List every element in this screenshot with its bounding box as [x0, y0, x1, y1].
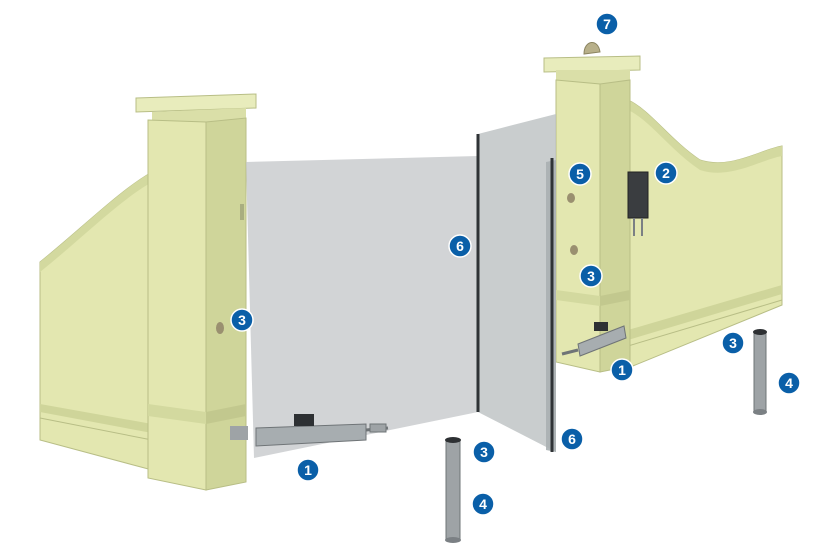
- left-photocell: [216, 322, 224, 334]
- right-wall: [627, 99, 783, 369]
- callout-post-right: 4: [777, 371, 801, 395]
- left-wall: [39, 171, 156, 471]
- callout-photocell-post-front: 3: [472, 440, 496, 464]
- callout-photocell-post-right: 3: [721, 331, 745, 355]
- svg-text:3: 3: [480, 444, 488, 460]
- gate-leaf-right-panel: [476, 114, 556, 452]
- flashing-light-device: [583, 42, 601, 55]
- actuator-left-device: [230, 414, 389, 447]
- svg-text:5: 5: [576, 166, 584, 182]
- callout-actuator-right: 1: [610, 358, 634, 382]
- actuator-right-device: [561, 322, 627, 357]
- callout-flashing-light: 7: [595, 12, 619, 36]
- control-unit-device: [627, 171, 649, 236]
- svg-text:4: 4: [785, 375, 793, 391]
- callout-actuator-left: 1: [296, 458, 320, 482]
- callout-photocell-left-pillar: 3: [230, 308, 254, 332]
- svg-text:4: 4: [479, 496, 487, 512]
- svg-text:1: 1: [618, 362, 626, 378]
- gate-leaf-left-panel: [246, 156, 478, 458]
- callout-key-selector: 5: [568, 162, 592, 186]
- right-pillar: [543, 42, 641, 373]
- callout-gate-leaf-right: 6: [560, 427, 584, 451]
- svg-text:7: 7: [603, 16, 611, 32]
- svg-text:2: 2: [662, 165, 670, 181]
- callout-post-front: 4: [471, 492, 495, 516]
- svg-text:3: 3: [729, 335, 737, 351]
- svg-text:6: 6: [568, 431, 576, 447]
- left-pillar: [135, 93, 257, 491]
- right-photocell: [570, 245, 578, 255]
- callout-gate-leaf-left: 6: [448, 234, 472, 258]
- svg-text:6: 6: [456, 238, 464, 254]
- svg-text:3: 3: [587, 268, 595, 284]
- svg-text:3: 3: [238, 312, 246, 328]
- key-selector-device: [567, 193, 575, 203]
- callout-photocell-right-pillar: 3: [579, 264, 603, 288]
- svg-text:1: 1: [304, 462, 312, 478]
- post-front-device: [445, 437, 461, 543]
- callout-control-unit: 2: [654, 161, 678, 185]
- post-right-device: [753, 329, 767, 415]
